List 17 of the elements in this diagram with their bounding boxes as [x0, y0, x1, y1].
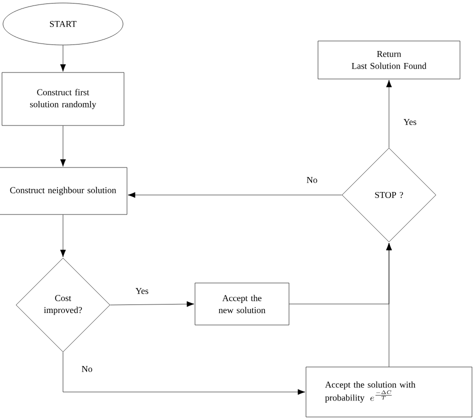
process-box: Return Last Solution Found: [318, 40, 460, 80]
process-box: Construct neighbour solution: [0, 167, 128, 215]
edge-label: No: [80, 365, 94, 373]
arrow: [386, 80, 392, 148]
arrow: [62, 352, 306, 395]
edge-label: No: [306, 176, 318, 184]
edge-label: Yes: [402, 118, 418, 126]
arrow: [386, 242, 392, 367]
arrow: [110, 301, 194, 307]
process-box: Accept the new solution: [194, 282, 290, 326]
arrow: [60, 45, 66, 72]
edge-label: Yes: [134, 287, 150, 295]
arrow: [60, 126, 66, 167]
arrow: [60, 214, 66, 258]
arrow: [128, 192, 342, 198]
process-box: Accept the solution with probability $e^{\frac{-\Delta C}{T}}$: [306, 366, 472, 418]
process-box: Construct first solution randomly: [2, 72, 124, 126]
